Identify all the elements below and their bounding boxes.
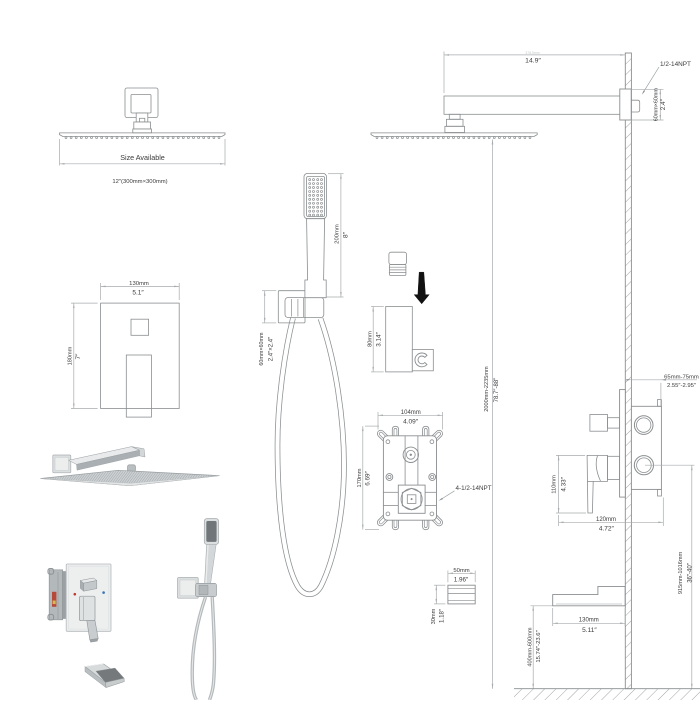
svg-text:130mm: 130mm xyxy=(129,281,149,287)
svg-text:65mm-75mm: 65mm-75mm xyxy=(664,374,699,380)
svg-text:4.09″: 4.09″ xyxy=(403,419,419,426)
svg-text:130mm: 130mm xyxy=(579,618,599,624)
svg-text:104mm: 104mm xyxy=(401,410,421,416)
svg-text:110mm: 110mm xyxy=(551,475,557,494)
svg-text:30mm: 30mm xyxy=(431,608,437,624)
svg-text:60mm×60mm: 60mm×60mm xyxy=(654,88,660,122)
svg-text:170mm: 170mm xyxy=(357,468,363,487)
svg-text:8″: 8″ xyxy=(342,231,349,238)
svg-text:78.7″-88″: 78.7″-88″ xyxy=(494,377,500,402)
svg-text:4.33″: 4.33″ xyxy=(560,476,567,491)
svg-text:915mm-1016mm: 915mm-1016mm xyxy=(678,552,684,595)
svg-text:120mm: 120mm xyxy=(596,517,616,523)
svg-text:4-1/2-14NPT: 4-1/2-14NPT xyxy=(456,485,492,492)
svg-text:200mm: 200mm xyxy=(334,224,340,244)
svg-text:60mm×60mm: 60mm×60mm xyxy=(259,332,265,366)
svg-text:378.5mm: 378.5mm xyxy=(525,51,539,55)
svg-text:2.55″-2.95″: 2.55″-2.95″ xyxy=(667,383,696,389)
svg-text:5.11″: 5.11″ xyxy=(582,627,597,634)
svg-text:1/2-14NPT: 1/2-14NPT xyxy=(660,61,691,68)
svg-text:12″(300mm×300mm): 12″(300mm×300mm) xyxy=(112,179,167,185)
svg-text:15.74″-23.6″: 15.74″-23.6″ xyxy=(536,630,542,662)
svg-text:4.72″: 4.72″ xyxy=(599,526,615,533)
svg-text:400mm-600mm: 400mm-600mm xyxy=(527,627,533,667)
svg-text:180mm: 180mm xyxy=(67,346,73,365)
svg-text:80mm: 80mm xyxy=(368,331,374,347)
svg-text:5.1″: 5.1″ xyxy=(132,290,144,297)
svg-text:36″-40″: 36″-40″ xyxy=(687,562,693,582)
svg-text:2.4″: 2.4″ xyxy=(660,98,667,110)
svg-text:6.69″: 6.69″ xyxy=(365,470,372,485)
svg-text:Size Available: Size Available xyxy=(120,153,165,162)
svg-text:7″: 7″ xyxy=(75,353,82,360)
svg-text:2.4″×2.4″: 2.4″×2.4″ xyxy=(268,336,274,361)
svg-text:2000mm-2235mm: 2000mm-2235mm xyxy=(484,366,490,412)
svg-text:14.9″: 14.9″ xyxy=(525,58,541,65)
svg-text:50mm: 50mm xyxy=(453,568,469,574)
svg-text:1.18″: 1.18″ xyxy=(439,608,446,623)
svg-text:1.96″: 1.96″ xyxy=(454,576,469,583)
svg-text:3.14″: 3.14″ xyxy=(375,331,382,346)
